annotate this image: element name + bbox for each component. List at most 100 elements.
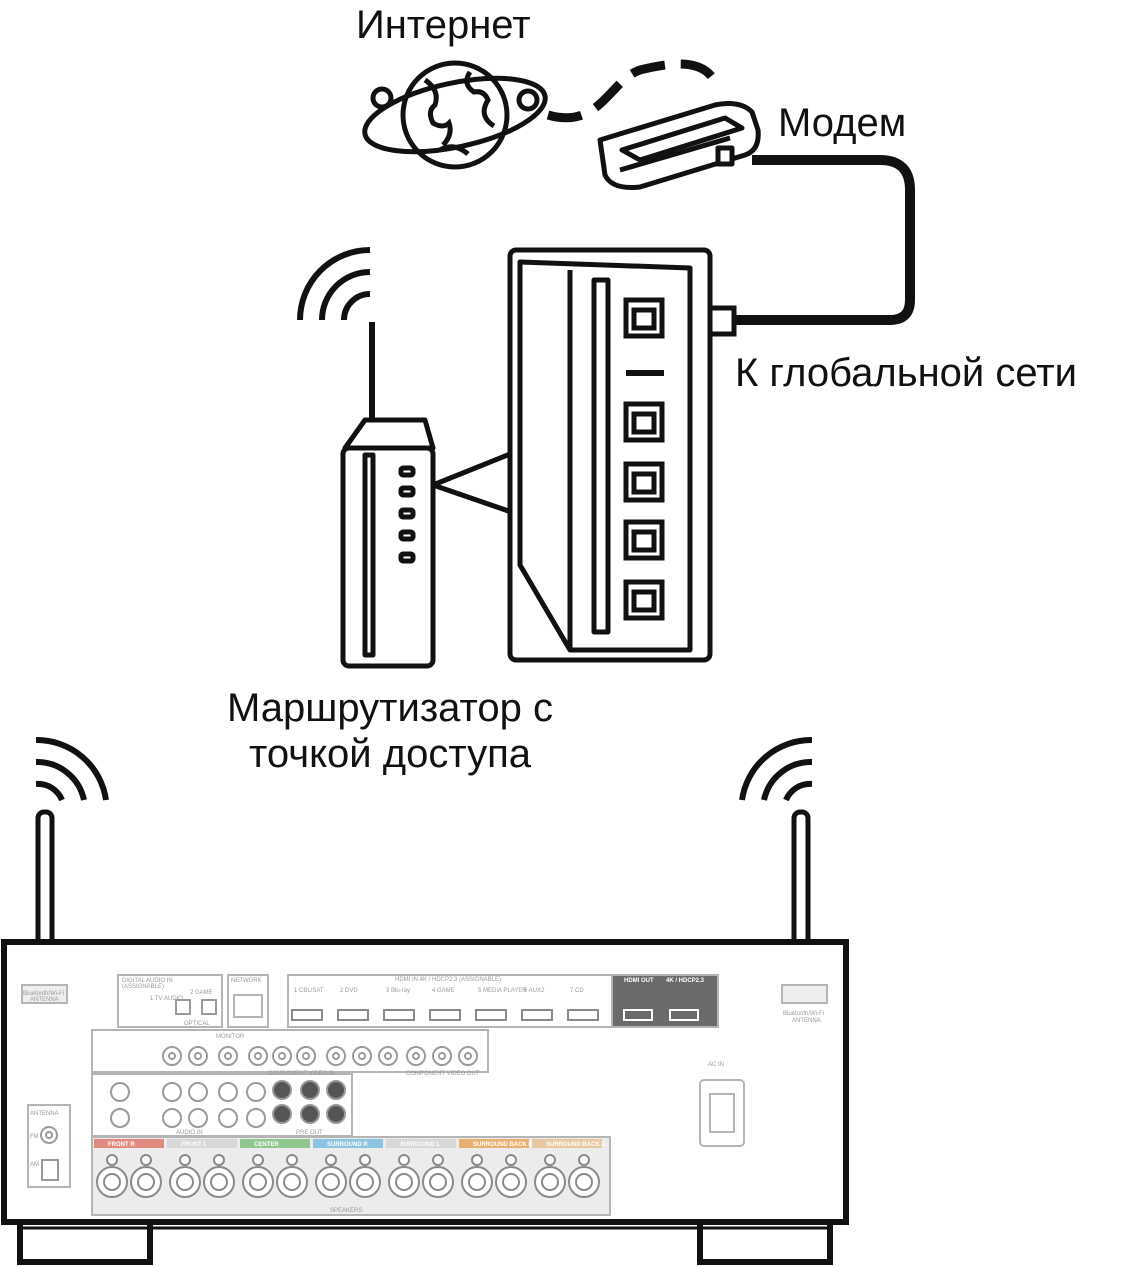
pre-out-jack <box>326 1104 346 1124</box>
network-port-label: NETWORK <box>231 978 262 984</box>
speaker-terminal-cap <box>252 1154 264 1166</box>
hdmi-port <box>383 1009 415 1021</box>
rca-jack <box>218 1082 238 1102</box>
monitor-label: MONITOR <box>216 1034 245 1040</box>
component-video-out-label: COMPONENT VIDEO OUT <box>406 1071 480 1077</box>
rca-jack-pin <box>412 1052 420 1060</box>
antenna-label: ANTENNA <box>30 1111 59 1117</box>
speaker-terminal-inner <box>356 1173 374 1191</box>
speaker-terminal-inner <box>322 1173 340 1191</box>
speaker-group-band <box>313 1139 383 1148</box>
speaker-terminal-cap <box>359 1154 371 1166</box>
rca-jack <box>162 1082 182 1102</box>
speaker-terminals <box>96 1154 600 1198</box>
pre-out-jack <box>272 1104 292 1124</box>
pre-out-jack <box>272 1080 292 1100</box>
rca-jack <box>110 1082 130 1102</box>
ac-in-label: AC IN <box>708 1062 724 1068</box>
speaker-terminal-cap <box>432 1154 444 1166</box>
bt-antenna-label-right: Bluetooth/Wi-Fi <box>783 1011 824 1017</box>
speaker-terminal-inner <box>541 1173 559 1191</box>
optical-1-label: 1 TV AUDIO <box>150 996 183 1002</box>
speaker-terminal-cap <box>213 1154 225 1166</box>
rca-jack <box>218 1108 238 1128</box>
speaker-terminal-cap <box>286 1154 298 1166</box>
rca-jacks <box>110 1046 478 1128</box>
hdmi-out-4k-label: 4K / HDCP2.3 <box>666 978 705 984</box>
rca-jack-pin <box>254 1052 262 1060</box>
hdmi-input-label: 1 CBL/SAT <box>294 988 324 994</box>
optical-2-label: 2 GAME <box>190 990 213 996</box>
speaker-terminal-cap <box>140 1154 152 1166</box>
hdmi-in-label: HDMI IN 4K / HDCP2.3 (ASSIGNABLE) <box>395 977 501 983</box>
rca-jack-pin <box>224 1052 232 1060</box>
rca-jack-pin <box>384 1052 392 1060</box>
hdmi-input-label: 2 DVD <box>340 988 358 994</box>
speaker-terminal-inner <box>575 1173 593 1191</box>
bt-antenna-label-left: Bluetooth/Wi-Fi <box>23 991 64 997</box>
rca-jack-pin <box>438 1052 446 1060</box>
speaker-group-label: FRONT R <box>108 1142 135 1148</box>
speaker-terminal-inner <box>395 1173 413 1191</box>
speaker-terminal-cap <box>179 1154 191 1166</box>
modem-label: Модем <box>778 101 907 145</box>
speaker-terminal-inner <box>137 1173 155 1191</box>
hdmi-input-label: 3 Blu-ray <box>386 988 410 994</box>
router-back-panel <box>507 247 713 663</box>
rca-jack <box>246 1082 266 1102</box>
rca-jack <box>246 1108 266 1128</box>
rca-jack <box>110 1108 130 1128</box>
globe-icon <box>362 60 548 170</box>
speaker-terminal-inner <box>429 1173 447 1191</box>
rca-jack-pin <box>194 1052 202 1060</box>
internet-link-line <box>546 59 723 123</box>
hdmi-port <box>429 1009 461 1021</box>
hdmi-port <box>475 1009 507 1021</box>
rca-jack-pin <box>278 1052 286 1060</box>
rca-jack <box>188 1108 208 1128</box>
callout-line <box>432 446 523 519</box>
pre-out-jack <box>326 1080 346 1100</box>
am-label: AM <box>30 1162 39 1168</box>
speaker-group-label: SURROUND BACK R <box>473 1142 533 1148</box>
speaker-group-band <box>459 1139 529 1148</box>
speaker-terminal-inner <box>210 1173 228 1191</box>
rca-jack-pin <box>168 1052 176 1060</box>
speaker-terminal-cap <box>398 1154 410 1166</box>
speaker-terminal-cap <box>578 1154 590 1166</box>
hdmi-out-ports <box>623 1009 699 1021</box>
wifi-signal-icon <box>297 247 371 321</box>
rca-jack-pin <box>332 1052 340 1060</box>
wifi-signal-icon <box>35 736 109 802</box>
speaker-terminal-inner <box>249 1173 267 1191</box>
speaker-group-label: SURROUND BACK L <box>546 1142 605 1148</box>
speaker-group-label: FRONT L <box>181 1142 207 1148</box>
rca-jack-pin <box>358 1052 366 1060</box>
hdmi-port <box>337 1009 369 1021</box>
optical-label: OPTICAL <box>184 1021 210 1027</box>
pre-out-jack <box>300 1104 320 1124</box>
bt-antenna-label-left2: ANTENNA <box>30 997 59 1003</box>
hdmi-input-label: 4 GAME <box>432 988 455 994</box>
digital-audio-label: DIGITAL AUDIO IN <box>122 978 173 984</box>
speaker-terminal-inner <box>283 1173 301 1191</box>
fm-label: FM <box>30 1134 39 1140</box>
speaker-group-band <box>240 1139 310 1148</box>
pre-out-label: PRE OUT <box>296 1130 323 1136</box>
rca-jack-pin <box>464 1052 472 1060</box>
pre-out-jack <box>300 1080 320 1100</box>
rca-jack <box>162 1108 182 1128</box>
optical-ports <box>175 999 217 1015</box>
router-label: Маршрутизатор с точкой доступа <box>205 685 575 777</box>
speaker-group-band <box>386 1139 456 1148</box>
speaker-group-label: SURROUND L <box>400 1142 440 1148</box>
wan-label: К глобальной сети <box>735 351 1077 395</box>
speaker-group-label: SURROUND R <box>327 1142 368 1148</box>
speaker-terminal-cap <box>471 1154 483 1166</box>
router-icon <box>340 322 436 669</box>
rca-jack-pin <box>302 1052 310 1060</box>
audio-in-label: AUDIO IN <box>176 1130 203 1136</box>
modem-icon <box>597 101 761 190</box>
